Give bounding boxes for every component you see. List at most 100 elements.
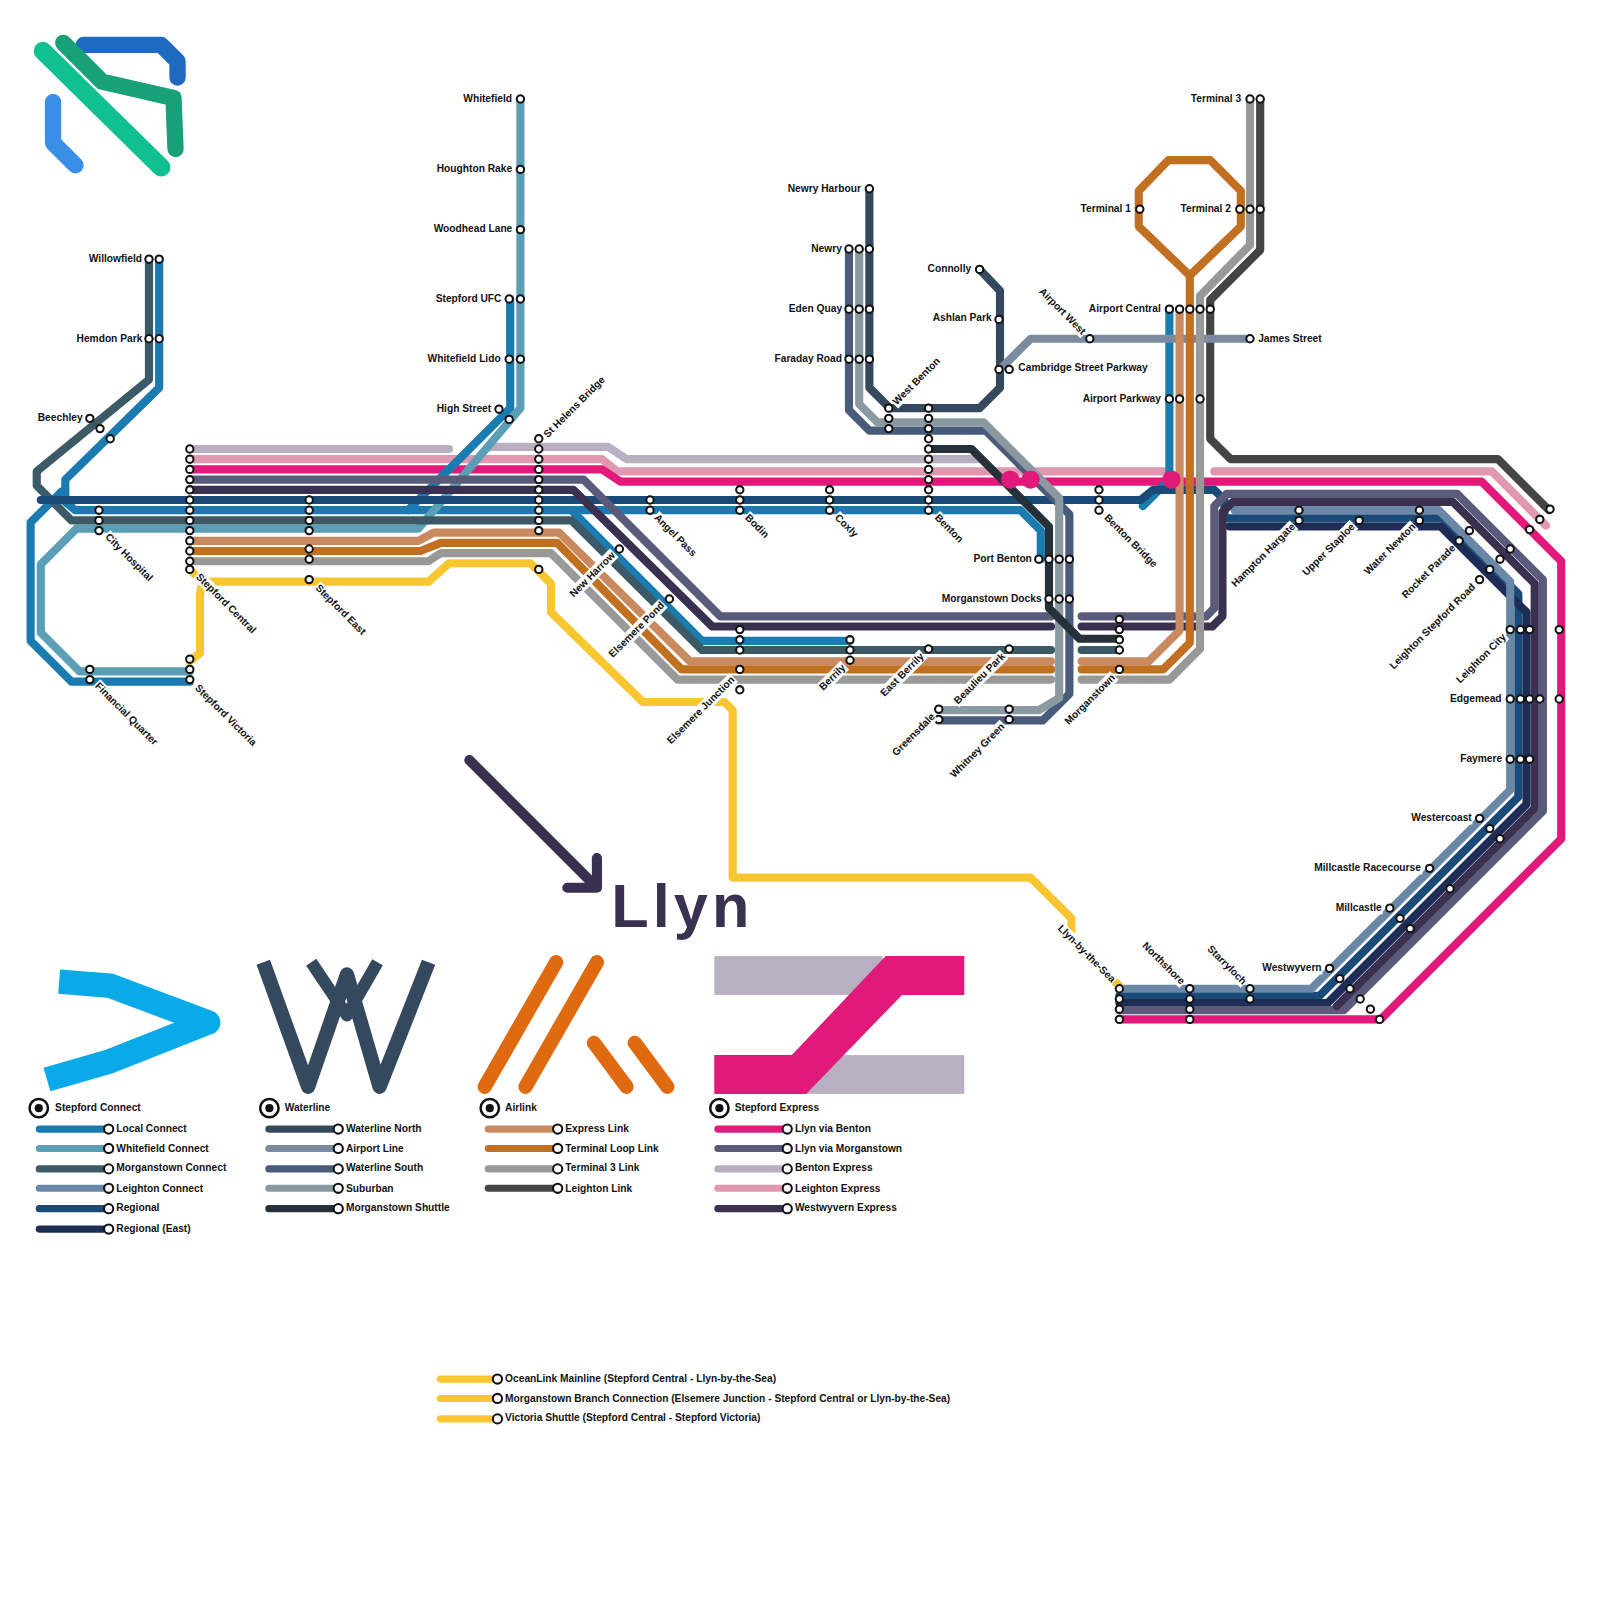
interchange-dot (1021, 470, 1039, 488)
route-line (859, 249, 1059, 710)
station-dot (535, 456, 542, 463)
station-label: Elsemere Junction (664, 673, 738, 747)
station-dot (186, 496, 193, 503)
legend-text: Airport Line (346, 1142, 404, 1154)
station-dot (306, 517, 313, 524)
station-dot (1386, 904, 1393, 911)
legend-dot (492, 1413, 503, 1424)
station-dot (1526, 756, 1533, 763)
route-line (1082, 502, 1535, 1006)
station-dot (1045, 595, 1052, 602)
station-dot (1056, 556, 1063, 563)
legend-swatch (485, 1185, 556, 1192)
station-dot (845, 356, 852, 363)
logo-stroke (594, 1043, 627, 1087)
station-dot (1116, 995, 1123, 1002)
legend-dot (333, 1203, 344, 1214)
station-label: Terminal 1 (1080, 203, 1132, 215)
station-label: Millcastle (1335, 902, 1383, 914)
legend-swatch (437, 1375, 496, 1382)
station-label: West Benton (890, 354, 944, 408)
station-dot (1066, 556, 1073, 563)
station-dot (885, 404, 892, 411)
legend-text: Suburban (346, 1182, 394, 1194)
station-dot (1257, 206, 1264, 213)
station-label: St Helens Bridge (541, 373, 609, 441)
station-dot (1367, 1006, 1374, 1013)
station-dot (885, 425, 892, 432)
station-dot (1207, 306, 1214, 313)
station-dot (1186, 985, 1193, 992)
brand-logo (263, 962, 428, 1086)
station-dot (616, 545, 623, 552)
station-dot (517, 95, 524, 102)
station-dot (1517, 626, 1524, 633)
station-dot (846, 636, 853, 643)
legend-dot (333, 1143, 344, 1154)
station-dot (1186, 995, 1193, 1002)
route-lines (31, 99, 1562, 1019)
station-dot (186, 507, 193, 514)
station-dot (1416, 517, 1423, 524)
station-label: Greensdale (889, 710, 938, 759)
legend-text: Local Connect (116, 1122, 186, 1134)
station-dot (925, 445, 932, 452)
legend-text: Morganstown Connect (116, 1162, 226, 1174)
logo-text: Llyn (610, 873, 754, 938)
station-dot (856, 245, 863, 252)
station-dot (1136, 206, 1143, 213)
legend-swatch (265, 1205, 336, 1212)
station-dot (736, 686, 743, 693)
legend-dot (492, 1373, 503, 1384)
station-label: Airport Central (1088, 303, 1162, 315)
station-dot (1257, 95, 1264, 102)
station-dot (925, 466, 932, 473)
network-logo (43, 43, 178, 167)
station-dot (646, 496, 653, 503)
station-dot (1045, 556, 1052, 563)
station-label: Millcastle Racecourse (1313, 862, 1422, 874)
station-dot (1346, 985, 1353, 992)
station-dot (1496, 835, 1503, 842)
station-dot (1526, 526, 1533, 533)
station-dot (306, 507, 313, 514)
station-dot (1186, 1016, 1193, 1023)
legend-dot (103, 1163, 114, 1174)
brand-logo (714, 956, 964, 1094)
logo-stroke (485, 962, 556, 1086)
station-dot (1556, 695, 1563, 702)
station-dot (506, 416, 513, 423)
station-label: Coxly (831, 511, 861, 541)
station-dot (1356, 517, 1363, 524)
station-dot (1035, 556, 1042, 563)
station-dot (1456, 537, 1463, 544)
station-dot (1295, 517, 1302, 524)
station-dot (186, 517, 193, 524)
legend-text: Regional (East) (116, 1222, 190, 1234)
station-dot (1116, 616, 1123, 623)
station-label: Morganstown Docks (941, 593, 1043, 605)
station-dot (1095, 507, 1102, 514)
station-dot (517, 226, 524, 233)
station-dot (1095, 496, 1102, 503)
legend-swatch (36, 1125, 107, 1132)
legend-text: Westwyvern Express (795, 1202, 897, 1214)
legend-text: Terminal Loop Link (565, 1142, 658, 1154)
legend-text: Leighton Express (795, 1182, 881, 1194)
station-dot (1526, 626, 1533, 633)
legend-dot (782, 1183, 793, 1194)
route-line (849, 249, 1069, 720)
station-dot (306, 576, 313, 583)
station-dot (736, 486, 743, 493)
station-dot (1116, 626, 1123, 633)
station-dot (535, 507, 542, 514)
target-icon (486, 1104, 494, 1112)
legend-swatch (265, 1145, 336, 1152)
station-dot (95, 527, 102, 534)
legend-dot (552, 1143, 563, 1154)
legend-text: Waterline North (346, 1122, 422, 1134)
station-dot (1116, 1006, 1123, 1013)
station-label: Beechley (37, 412, 84, 424)
station-dot (186, 566, 193, 573)
station-dot (1426, 865, 1433, 872)
